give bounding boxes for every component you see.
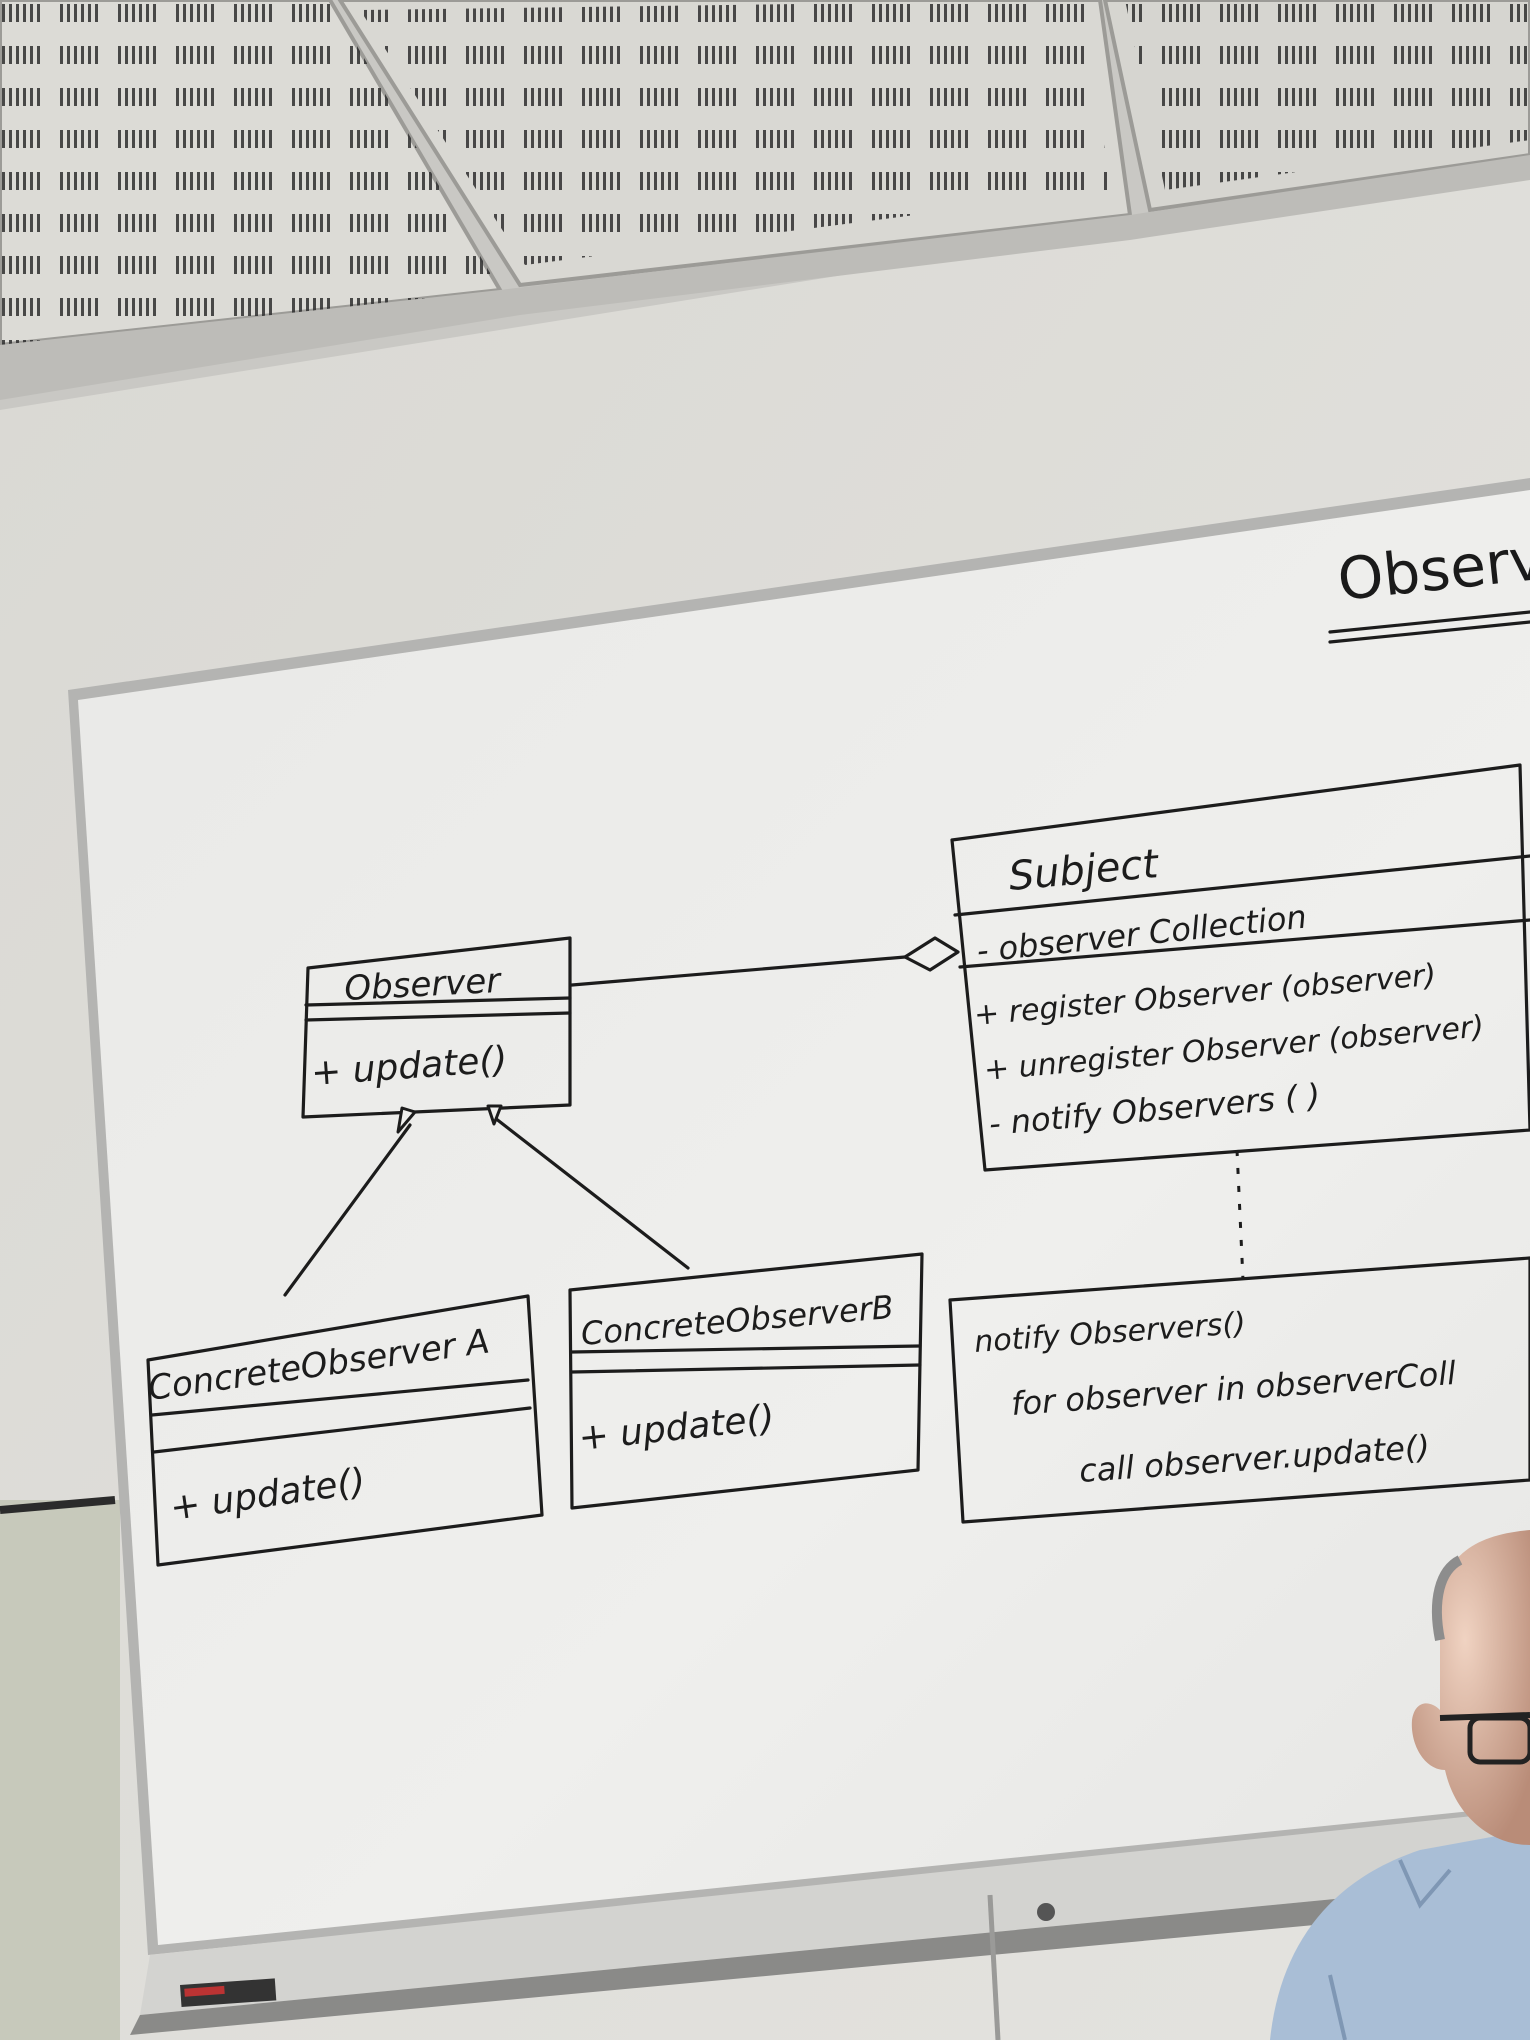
aggregation-association [570,936,960,987]
inheritance-arrows [283,1104,690,1297]
observer-class-name: Observer [343,961,503,1009]
ceiling [0,0,1530,410]
person [1270,1530,1530,2040]
left-wall-edge [0,1496,120,2040]
whiteboard [68,478,1530,2040]
note-connector [1235,1149,1245,1281]
